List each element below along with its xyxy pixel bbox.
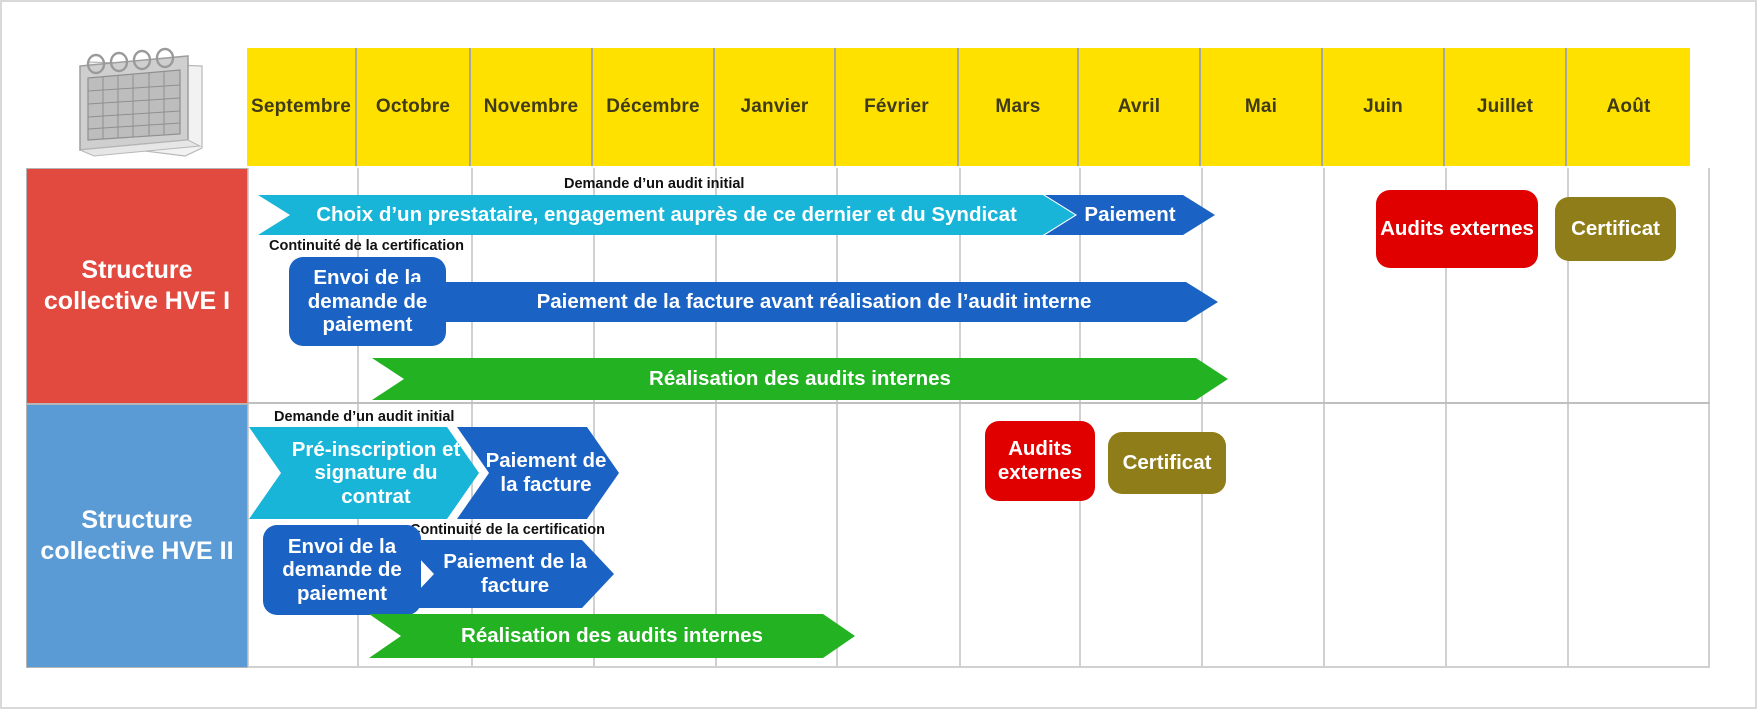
grid-outline: [247, 168, 1710, 668]
bar-envoi-demande-paiement-row1[interactable]: Envoi de la demande de paiement: [289, 257, 446, 346]
bar-choix-prestataire[interactable]: Choix d’un prestataire, engagement auprè…: [258, 195, 1075, 235]
calendar-icon: [60, 40, 210, 158]
bar-preinscription-contrat[interactable]: Pré-inscription et signature du contrat: [249, 427, 479, 519]
gridline: [471, 168, 473, 668]
month-cell-mai: Mai: [1201, 48, 1323, 166]
bar-audits-internes-row2[interactable]: Réalisation des audits internes: [369, 614, 855, 658]
bar-label: Envoi de la demande de paiement: [307, 266, 428, 337]
gridline: [1567, 168, 1569, 668]
badge-audits-externes-row1[interactable]: Audits externes: [1376, 190, 1538, 268]
month-cell-novembre: Novembre: [471, 48, 593, 166]
row-label-text: Structure collective HVE I: [43, 255, 231, 315]
month-cell-octobre: Octobre: [357, 48, 471, 166]
badge-label: Audits externes: [1380, 217, 1534, 241]
gridline: [836, 168, 838, 668]
badge-audits-externes-row2[interactable]: Audits externes: [985, 421, 1095, 501]
caption-continuite-certification-row1: Continuité de la certification: [269, 238, 464, 254]
bar-label: Paiement: [1084, 203, 1176, 227]
badge-label: Audits externes: [997, 437, 1083, 484]
row-divider: [247, 402, 1710, 404]
month-cell-decembre: Décembre: [593, 48, 715, 166]
month-cell-aout: Août: [1567, 48, 1690, 166]
bar-label: Paiement de la facture: [485, 449, 607, 496]
badge-certificat-row1[interactable]: Certificat: [1555, 197, 1676, 261]
badge-label: Certificat: [1571, 217, 1660, 241]
month-cell-juillet: Juillet: [1445, 48, 1567, 166]
month-cell-mars: Mars: [959, 48, 1079, 166]
row-label-hve-1: Structure collective HVE I: [26, 168, 248, 404]
timeline-grid: [247, 168, 1710, 668]
bar-envoi-demande-paiement-row2[interactable]: Envoi de la demande de paiement: [263, 525, 421, 615]
gridline: [959, 168, 961, 668]
gridline: [357, 168, 359, 668]
gridline: [1201, 168, 1203, 668]
month-cell-fevrier: Février: [836, 48, 959, 166]
bar-paiement-facture-row2-a[interactable]: Paiement de la facture: [457, 427, 619, 519]
caption-continuite-certification-row2: Continuité de la certification: [410, 522, 605, 538]
month-cell-juin: Juin: [1323, 48, 1445, 166]
bar-label: Paiement de la facture avant réalisation…: [536, 290, 1092, 314]
bar-paiement-facture-row1[interactable]: Paiement de la facture avant réalisation…: [410, 282, 1218, 322]
month-cell-septembre: Septembre: [247, 48, 357, 166]
badge-label: Certificat: [1122, 451, 1212, 475]
gridline: [1079, 168, 1081, 668]
gridline: [715, 168, 717, 668]
month-header: Septembre Octobre Novembre Décembre Janv…: [247, 48, 1690, 166]
bar-paiement-facture-row2-b[interactable]: Paiement de la facture: [402, 540, 614, 608]
gridline: [1323, 168, 1325, 668]
bar-label: Pré-inscription et signature du contrat: [291, 437, 461, 508]
caption-demande-audit-initial-row2: Demande d’un audit initial: [274, 409, 455, 425]
row-label-text: Structure collective HVE II: [40, 505, 234, 565]
gridline: [593, 168, 595, 668]
month-cell-avril: Avril: [1079, 48, 1201, 166]
bar-label: Réalisation des audits internes: [461, 624, 763, 648]
bar-label: Envoi de la demande de paiement: [282, 534, 402, 605]
row-label-hve-2: Structure collective HVE II: [26, 404, 248, 668]
bar-label: Réalisation des audits internes: [649, 367, 951, 391]
caption-demande-audit-initial-row1: Demande d’un audit initial: [564, 176, 745, 192]
gridline: [1445, 168, 1447, 668]
bar-label: Paiement de la facture: [443, 550, 587, 597]
month-cell-janvier: Janvier: [715, 48, 836, 166]
bar-audits-internes-row1[interactable]: Réalisation des audits internes: [372, 358, 1228, 400]
badge-certificat-row2[interactable]: Certificat: [1108, 432, 1226, 494]
bar-label: Choix d’un prestataire, engagement auprè…: [316, 203, 1017, 227]
